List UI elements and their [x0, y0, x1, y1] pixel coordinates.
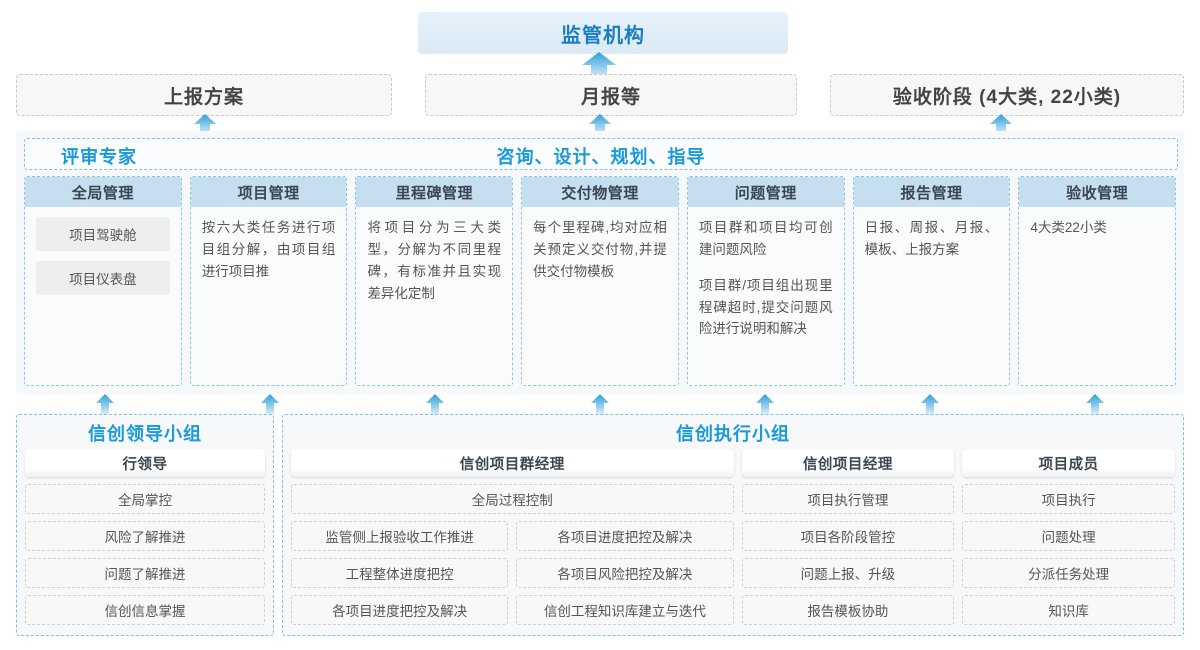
arrow-up-icon-col1 [96, 394, 114, 414]
group-title-execution: 信创执行小组 [676, 424, 790, 444]
task-list: 项目执行管理 项目各阶段管控 问题上报、升级 报告模板协助 [741, 484, 955, 626]
column-title: 交付物管理 [522, 177, 678, 207]
capability-column-milestone[interactable]: 里程碑管理 将项目分为三大类型，分解为不同里程碑，有标准并且实现差异化定制 [355, 176, 514, 386]
task-item[interactable]: 全局掌控 [25, 484, 265, 514]
arrow-up-icon-col5 [756, 394, 774, 414]
task-list-left: 监管侧上报验收工作推进 工程整体进度把控 各项目进度把控及解决 [291, 521, 509, 626]
task-item[interactable]: 信创信息掌握 [25, 595, 265, 625]
task-item[interactable]: 问题处理 [962, 521, 1176, 551]
task-item[interactable]: 项目各阶段管控 [741, 521, 955, 551]
capability-column-report[interactable]: 报告管理 日报、周报、月报、模板、上报方案 [852, 176, 1011, 386]
column-paragraph: 4大类22小类 [1030, 220, 1107, 235]
capability-column-deliverable[interactable]: 交付物管理 每个里程碑,均对应相关预定义交付物,并提供交付物模板 [521, 176, 679, 386]
role-columns: 信创项目群经理 全局过程控制 监管侧上报验收工作推进 工程整体进度把控 各项目进… [291, 449, 1176, 626]
task-list-right: 各项目进度把控及解决 各项目风险把控及解决 信创工程知识库建立与迭代 [516, 521, 734, 626]
role-column-program-manager: 信创项目群经理 全局过程控制 监管侧上报验收工作推进 工程整体进度把控 各项目进… [291, 449, 734, 626]
report-label-plan: 上报方案 [163, 86, 244, 108]
report-label-acceptance: 验收阶段 (4大类, 22小类) [892, 86, 1122, 108]
role-column-member: 项目成员 项目执行 问题处理 分派任务处理 知识库 [962, 449, 1176, 626]
column-paragraph: 每个里程碑,均对应相关预定义交付物,并提供交付物模板 [533, 220, 667, 279]
arrow-up-icon-col4 [591, 394, 609, 414]
role-header[interactable]: 信创项目群经理 [291, 449, 734, 477]
pill-group: 项目驾驶舱 项目仪表盘 [36, 217, 170, 295]
report-label-monthly: 月报等 [580, 86, 641, 108]
column-body: 日报、周报、月报、模板、上报方案 [854, 207, 1010, 385]
group-execution[interactable]: 信创执行小组 信创项目群经理 全局过程控制 监管侧上报验收工作推进 工程整体进度… [282, 414, 1184, 636]
column-title: 里程碑管理 [356, 177, 513, 207]
task-item[interactable]: 监管侧上报验收工作推进 [291, 521, 509, 551]
arrow-up-icon-report-to-regulator [582, 52, 616, 76]
task-list: 全局掌控 风险了解推进 问题了解推进 信创信息掌握 [25, 484, 265, 626]
column-title: 问题管理 [687, 177, 844, 207]
role-column-bank-leader: 行领导 全局掌控 风险了解推进 问题了解推进 信创信息掌握 [25, 449, 265, 626]
task-item[interactable]: 报告模板协助 [741, 595, 955, 625]
pill-item[interactable]: 项目驾驶舱 [36, 217, 170, 251]
capability-column-acceptance[interactable]: 验收管理 4大类22小类 [1018, 176, 1177, 386]
task-item[interactable]: 项目执行管理 [741, 484, 955, 514]
report-box-monthly[interactable]: 月报等 [425, 74, 797, 116]
capability-column-global[interactable]: 全局管理 项目驾驶舱 项目仪表盘 [24, 176, 182, 386]
pill-item[interactable]: 项目仪表盘 [36, 261, 170, 295]
review-expert-label: 评审专家 [61, 147, 137, 167]
task-item[interactable]: 各项目进度把控及解决 [291, 595, 509, 625]
task-item[interactable]: 风险了解推进 [25, 521, 265, 551]
column-paragraph: 项目群/项目组出现里程碑超时,提交问题风险进行说明和解决 [698, 277, 833, 337]
task-item[interactable]: 项目执行 [962, 484, 1176, 514]
report-box-acceptance[interactable]: 验收阶段 (4大类, 22小类) [830, 74, 1184, 116]
column-title: 项目管理 [190, 177, 347, 207]
role-header[interactable]: 项目成员 [962, 449, 1176, 477]
task-item[interactable]: 信创工程知识库建立与迭代 [516, 595, 734, 625]
regulator-label: 监管机构 [561, 24, 645, 47]
program-manager-subcolumns: 监管侧上报验收工作推进 工程整体进度把控 各项目进度把控及解决 各项目进度把控及… [291, 521, 734, 626]
task-item[interactable]: 知识库 [962, 595, 1176, 625]
task-item[interactable]: 各项目风险把控及解决 [516, 558, 734, 588]
column-body: 项目群和项目均可创建问题风险 项目群/项目组出现里程碑超时,提交问题风险进行说明… [688, 207, 844, 385]
task-item[interactable]: 问题上报、升级 [741, 558, 955, 588]
task-item[interactable]: 问题了解推进 [25, 558, 265, 588]
column-paragraph: 项目群和项目均可创建问题风险 [698, 220, 833, 257]
column-body: 每个里程碑,均对应相关预定义交付物,并提供交付物模板 [522, 207, 678, 385]
group-leadership[interactable]: 信创领导小组 行领导 全局掌控 风险了解推进 问题了解推进 信创信息掌握 [16, 414, 274, 636]
task-item[interactable]: 工程整体进度把控 [291, 558, 509, 588]
column-body: 4大类22小类 [1019, 207, 1175, 385]
arrow-up-icon-to-acceptance [990, 114, 1012, 134]
task-item[interactable]: 各项目进度把控及解决 [516, 521, 734, 551]
group-title-leadership: 信创领导小组 [88, 424, 202, 444]
column-paragraph: 日报、周报、月报、模板、上报方案 [864, 220, 999, 257]
role-header[interactable]: 行领导 [25, 449, 265, 477]
column-paragraph: 按六大类任务进行项目组分解，由项目组进行项目推 [201, 220, 336, 279]
arrow-up-icon-to-monthly [589, 114, 611, 134]
arrow-up-icon-col6 [921, 394, 939, 414]
column-body: 项目驾驶舱 项目仪表盘 [25, 207, 181, 385]
advisory-label: 咨询、设计、规划、指导 [496, 147, 706, 167]
column-body: 按六大类任务进行项目组分解，由项目组进行项目推 [191, 207, 347, 385]
bottom-row: 信创领导小组 行领导 全局掌控 风险了解推进 问题了解推进 信创信息掌握 信创执… [16, 414, 1184, 636]
capability-columns: 全局管理 项目驾驶舱 项目仪表盘 项目管理 按六大类任务进行项目组分解，由项目组… [24, 176, 1177, 386]
arrow-up-icon-col7 [1086, 394, 1104, 414]
task-list: 项目执行 问题处理 分派任务处理 知识库 [962, 484, 1176, 626]
task-item[interactable]: 分派任务处理 [962, 558, 1176, 588]
arrow-up-icon-to-plan [194, 114, 216, 134]
regulator-box: 监管机构 [418, 12, 788, 54]
role-column-project-manager: 信创项目经理 项目执行管理 项目各阶段管控 问题上报、升级 报告模板协助 [741, 449, 955, 626]
middle-header-band: 评审专家 咨询、设计、规划、指导 [24, 138, 1178, 170]
middle-panel: 评审专家 咨询、设计、规划、指导 全局管理 项目驾驶舱 项目仪表盘 项目管理 按… [16, 131, 1184, 394]
column-paragraph: 将项目分为三大类型，分解为不同里程碑，有标准并且实现差异化定制 [367, 220, 502, 301]
role-header[interactable]: 信创项目经理 [741, 449, 955, 477]
column-body: 将项目分为三大类型，分解为不同里程碑，有标准并且实现差异化定制 [356, 207, 512, 385]
arrow-up-icon-col2 [261, 394, 279, 414]
task-item[interactable]: 全局过程控制 [291, 484, 734, 514]
capability-column-project[interactable]: 项目管理 按六大类任务进行项目组分解，由项目组进行项目推 [189, 176, 348, 386]
arrow-up-icon-col3 [426, 394, 444, 414]
capability-column-issue[interactable]: 问题管理 项目群和项目均可创建问题风险 项目群/项目组出现里程碑超时,提交问题风… [686, 176, 845, 386]
report-box-plan[interactable]: 上报方案 [16, 74, 392, 116]
column-title: 报告管理 [853, 177, 1010, 207]
report-row: 上报方案 月报等 验收阶段 (4大类, 22小类) [16, 74, 1184, 116]
column-title: 验收管理 [1019, 177, 1176, 207]
column-title: 全局管理 [25, 177, 181, 207]
